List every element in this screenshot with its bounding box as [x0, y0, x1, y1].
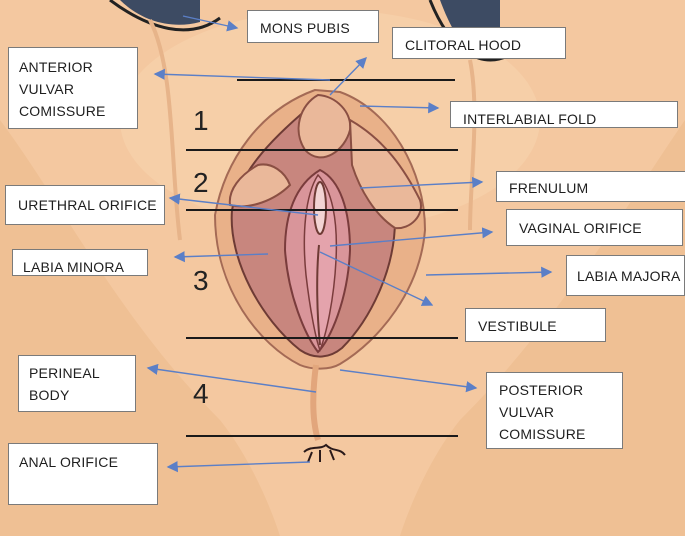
- label-urethral-orifice-text: URETHRAL ORIFICE: [18, 197, 157, 213]
- arrow-interlabial-fold: [359, 102, 440, 114]
- label-mons-pubis: MONS PUBIS: [247, 10, 379, 43]
- label-interlabial-fold: INTERLABIAL FOLD: [450, 101, 678, 128]
- arrow-frenulum: [359, 176, 484, 189]
- arrow-posterior-commissure: [339, 369, 478, 393]
- label-mons-pubis-text: MONS PUBIS: [260, 20, 350, 36]
- arrow-perineal-body: [146, 363, 317, 393]
- urethral-orifice-shape: [313, 181, 327, 235]
- arrow-anal-orifice: [166, 461, 311, 473]
- label-labia-majora: LABIA MAJORA: [566, 255, 685, 296]
- zone-number-2: 2: [193, 167, 209, 198]
- label-posterior-vulvar-commissure-text: POSTERIOR VULVAR COMISSURE: [499, 382, 586, 442]
- label-perineal-body-text: PERINEAL BODY: [29, 365, 100, 403]
- pointer-arrows: [146, 15, 553, 473]
- arrow-labia-minora: [173, 251, 269, 263]
- label-vestibule: VESTIBULE: [465, 308, 606, 342]
- zone-number-4: 4: [193, 378, 209, 409]
- label-anterior-vulvar-commissure-text: ANTERIOR VULVAR COMISSURE: [19, 59, 106, 119]
- label-posterior-vulvar-commissure: POSTERIOR VULVAR COMISSURE: [486, 372, 623, 449]
- label-vaginal-orifice: VAGINAL ORIFICE: [506, 209, 683, 246]
- label-urethral-orifice: URETHRAL ORIFICE: [5, 185, 165, 225]
- label-perineal-body: PERINEAL BODY: [18, 355, 136, 412]
- vaginal-orifice-line: [316, 244, 321, 346]
- label-anal-orifice: ANAL ORIFICE: [8, 443, 158, 505]
- left-thigh-shape: [0, 120, 280, 536]
- zone-number-1: 1: [193, 105, 209, 136]
- label-vestibule-text: VESTIBULE: [478, 318, 557, 334]
- label-vaginal-orifice-text: VAGINAL ORIFICE: [519, 220, 642, 236]
- label-labia-minora: LABIA MINORA: [12, 249, 148, 276]
- arrow-mons-pubis: [182, 15, 239, 32]
- arrow-urethral-orifice: [168, 193, 319, 216]
- garment-left: [120, 0, 200, 25]
- label-anterior-vulvar-commissure: ANTERIOR VULVAR COMISSURE: [8, 47, 138, 129]
- label-frenulum: FRENULUM: [496, 171, 685, 202]
- left-crease: [148, 19, 182, 241]
- label-clitoral-hood: CLITORAL HOOD: [392, 27, 566, 59]
- vestibule-shape: [303, 173, 338, 353]
- label-labia-minora-text: LABIA MINORA: [23, 259, 125, 275]
- label-clitoral-hood-text: CLITORAL HOOD: [405, 37, 522, 53]
- arrow-vaginal-orifice: [329, 227, 494, 247]
- arrow-anterior-commissure: [153, 68, 331, 81]
- clitoral-hood-shape: [297, 93, 352, 159]
- arrow-clitoral-hood: [329, 56, 367, 96]
- arrow-labia-majora: [425, 266, 553, 278]
- label-labia-majora-text: LABIA MAJORA: [577, 268, 681, 284]
- perineum-ridge: [310, 364, 321, 441]
- right-labium-flap: [348, 118, 422, 230]
- right-crease: [468, 59, 477, 231]
- arrow-vestibule: [319, 251, 434, 306]
- label-frenulum-text: FRENULUM: [509, 180, 589, 196]
- label-interlabial-fold-text: INTERLABIAL FOLD: [463, 111, 597, 127]
- garment-left-edge: [109, 0, 221, 32]
- label-anal-orifice-text: ANAL ORIFICE: [19, 454, 119, 470]
- zone-number-3: 3: [193, 265, 209, 296]
- anal-orifice-shape: [303, 443, 346, 463]
- left-labium-flap: [228, 163, 292, 208]
